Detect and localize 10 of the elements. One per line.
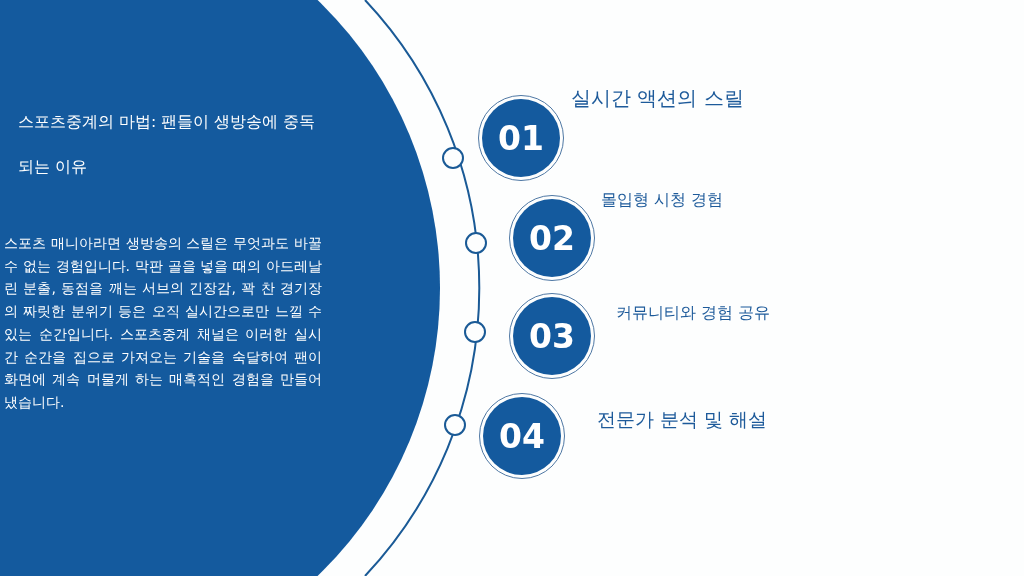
step-number: 02 (529, 218, 575, 258)
body-text: 스포츠 매니아라면 생방송의 스릴은 무엇과도 바꿀 수 없는 경험입니다. 막판 골을 넣을 때의 아드레날린 분출, 동점을 깨는 서브의 긴장감, 꽉 찬 경기장의 짜릿한 분위기 등은 오직 실시간으로만 느낄 수 있는 순간입니다. 스포츠중계 채널은 이러한 실시간 순간을 집으로 가져오는 기술을 숙달하여 팬이 화면에 계속 머물게 하는 매혹적인 경험을 만들어냈습니다. (4, 234, 322, 412)
step-number: 03 (529, 316, 575, 356)
title: 스포츠중계의 마법: 팬들이 생방송에 중독되는 이유 (18, 112, 316, 178)
step-number: 01 (498, 118, 544, 158)
step-heading: 실시간 액션의 스릴 (571, 85, 744, 112)
step-heading: 몰입형 시청 경험 (601, 190, 724, 211)
step-heading: 전문가 분석 및 해설 (597, 406, 768, 432)
step-heading: 커뮤니티와 경험 공유 (616, 303, 771, 324)
step-number: 04 (499, 416, 545, 456)
